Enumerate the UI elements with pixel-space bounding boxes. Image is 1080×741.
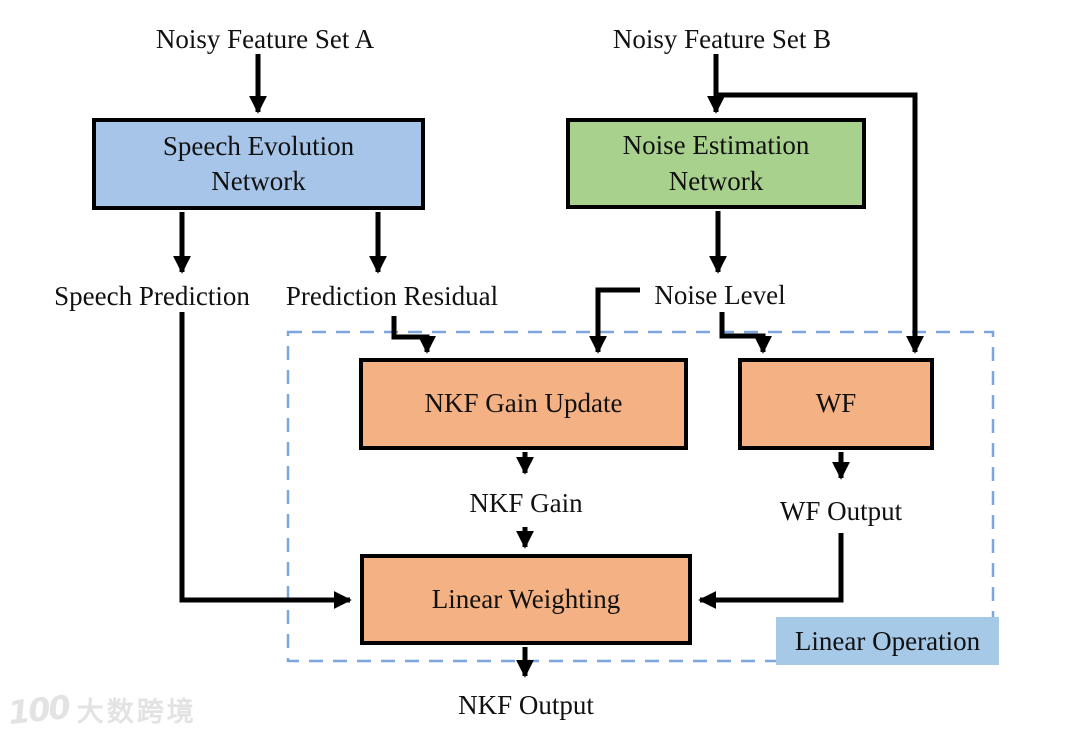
speech-evolution-network-box: Speech Evolution Network: [92, 118, 425, 210]
linear-operation-region-outline: [286, 330, 995, 663]
input-b-label: Noisy Feature Set B: [612, 24, 832, 54]
wf-label: WF: [815, 388, 857, 419]
speech-prediction-label: Speech Prediction: [54, 281, 250, 311]
noise-estimation-network-label: Noise Estimation Network: [622, 130, 810, 196]
noise-estimation-network-box: Noise Estimation Network: [566, 118, 866, 209]
linear-weighting-box: Linear Weighting: [360, 554, 692, 645]
nkf-output-label: NKF Output: [458, 690, 594, 720]
watermark: 100 大数跨境: [6, 687, 197, 732]
linear-operation-caption: Linear Operation: [776, 617, 999, 665]
prediction-residual-label: Prediction Residual: [285, 281, 499, 311]
speech-evolution-network-label: Speech Evolution Network: [162, 130, 355, 196]
arrow-noise-level-to-nkf-gain-update: [589, 287, 640, 354]
nkf-gain-update-label: NKF Gain Update: [424, 388, 623, 419]
linear-weighting-label: Linear Weighting: [431, 583, 621, 614]
arrow-speech-prediction-to-linear-weighting: [179, 312, 352, 609]
watermark-text: 大数跨境: [76, 697, 197, 728]
wf-box: WF: [738, 358, 934, 450]
noise-level-label: Noise Level: [654, 280, 786, 310]
arrow-wf-output-to-linear-weighting: [698, 533, 844, 609]
linear-operation-caption-text: Linear Operation: [794, 625, 981, 656]
input-a-label: Noisy Feature Set A: [155, 24, 375, 54]
nkf-gain-label: NKF Gain: [469, 488, 583, 518]
nkf-gain-update-box: NKF Gain Update: [359, 358, 688, 450]
arrow-prediction-residual-to-nkf-gain-update: [391, 316, 436, 354]
watermark-logo-icon: 100: [6, 687, 71, 732]
arrow-noise-level-to-wf: [719, 312, 772, 354]
wf-output-label: WF Output: [779, 496, 903, 526]
arrow-input-b-bypass-to-wf: [716, 92, 924, 354]
